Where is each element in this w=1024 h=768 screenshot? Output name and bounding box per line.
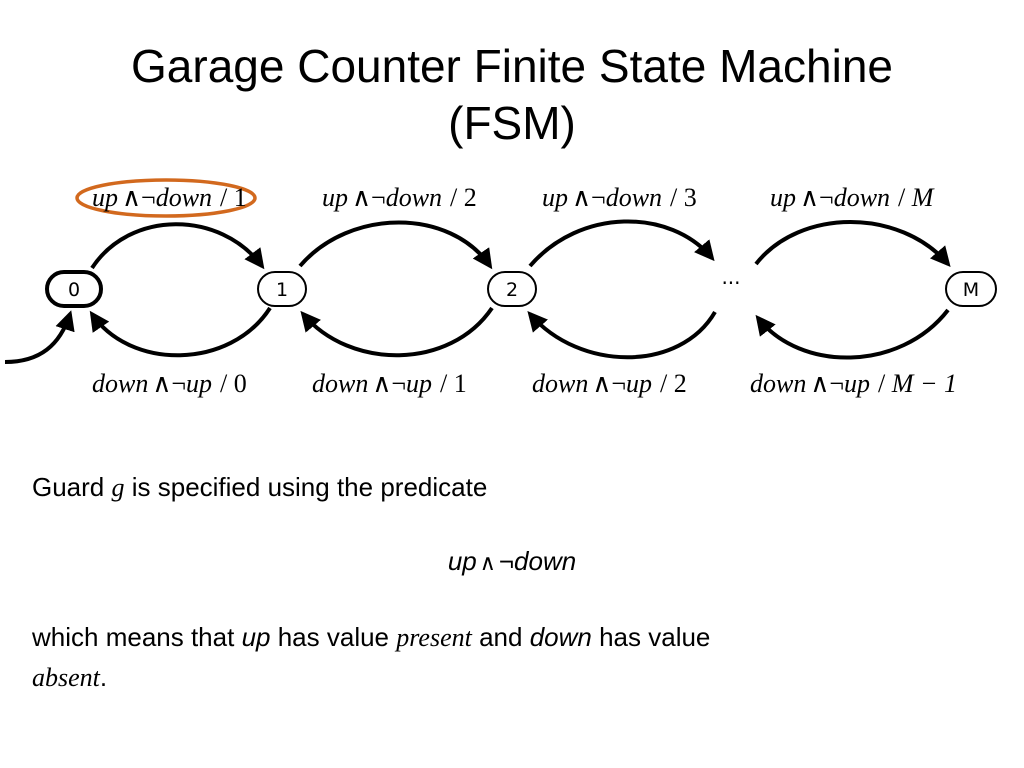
transition-M-to-ellipsis: [755, 308, 950, 360]
guard-prefix: Guard: [32, 472, 105, 502]
state-2-label: 2: [506, 279, 518, 301]
guard-sentence: Guard g is specified using the predicate: [32, 470, 487, 505]
backward-label-0: down∧¬up/ 0: [92, 369, 247, 398]
has-value-2: has value: [599, 622, 711, 652]
ellipsis-state: ···: [721, 271, 740, 295]
transition-0-to-1: [90, 222, 265, 270]
means-sentence-line1: which means that up has value present an…: [32, 620, 710, 655]
transition-1-to-0: [89, 306, 272, 358]
transition-2-to-1: [300, 306, 494, 358]
state-0: 0: [45, 270, 103, 308]
present-value: present: [396, 623, 472, 652]
fsm-diagram: 0 1 2 ··· M up∧¬down/ 1 up∧¬down/ 2 up∧¬…: [4, 178, 997, 398]
slide-title: Garage Counter Finite State Machine (FSM…: [0, 38, 1024, 152]
period: .: [99, 662, 108, 692]
forward-label-0: up∧¬down/ 1: [92, 183, 247, 212]
means-down: down: [529, 622, 592, 652]
predicate-and: ∧: [479, 550, 496, 575]
transition-1-to-2: [298, 220, 493, 270]
state-1: 1: [257, 271, 307, 307]
transition-ellipsis-to-M: [754, 220, 951, 268]
predicate-up: up: [447, 546, 477, 576]
state-M: M: [945, 271, 997, 307]
predicate-down: down: [514, 546, 577, 576]
means-sentence-line2: absent.: [32, 660, 107, 695]
absent-value: absent: [32, 663, 100, 692]
state-1-label: 1: [276, 279, 288, 301]
slide-title-line2: (FSM): [448, 97, 576, 149]
backward-label-2: down∧¬up/ 2: [532, 369, 687, 398]
means-prefix: which means that: [32, 622, 235, 652]
has-value-1: has value: [277, 622, 390, 652]
slide-title-line1: Garage Counter Finite State Machine: [131, 40, 893, 92]
predicate-not: ¬: [498, 546, 515, 576]
guard-var: g: [111, 473, 125, 502]
predicate-expression: up∧¬down: [0, 546, 1024, 577]
backward-label-1: down∧¬up/ 1: [312, 369, 467, 398]
state-M-label: M: [963, 279, 979, 301]
state-2: 2: [487, 271, 537, 307]
forward-label-3: up∧¬down/ M: [770, 183, 935, 212]
initial-transition-arrow: [4, 310, 75, 364]
guard-highlight-ellipse: [75, 178, 257, 218]
and-word: and: [479, 622, 523, 652]
transition-ellipsis-to-2: [527, 310, 717, 360]
state-0-label: 0: [68, 279, 80, 301]
backward-label-3: down∧¬up/ M − 1: [750, 369, 957, 398]
forward-label-2: up∧¬down/ 3: [542, 183, 697, 212]
forward-label-1: up∧¬down/ 2: [322, 183, 477, 212]
means-up: up: [241, 622, 271, 652]
guard-suffix: is specified using the predicate: [131, 472, 488, 502]
transition-2-to-ellipsis: [528, 219, 715, 268]
